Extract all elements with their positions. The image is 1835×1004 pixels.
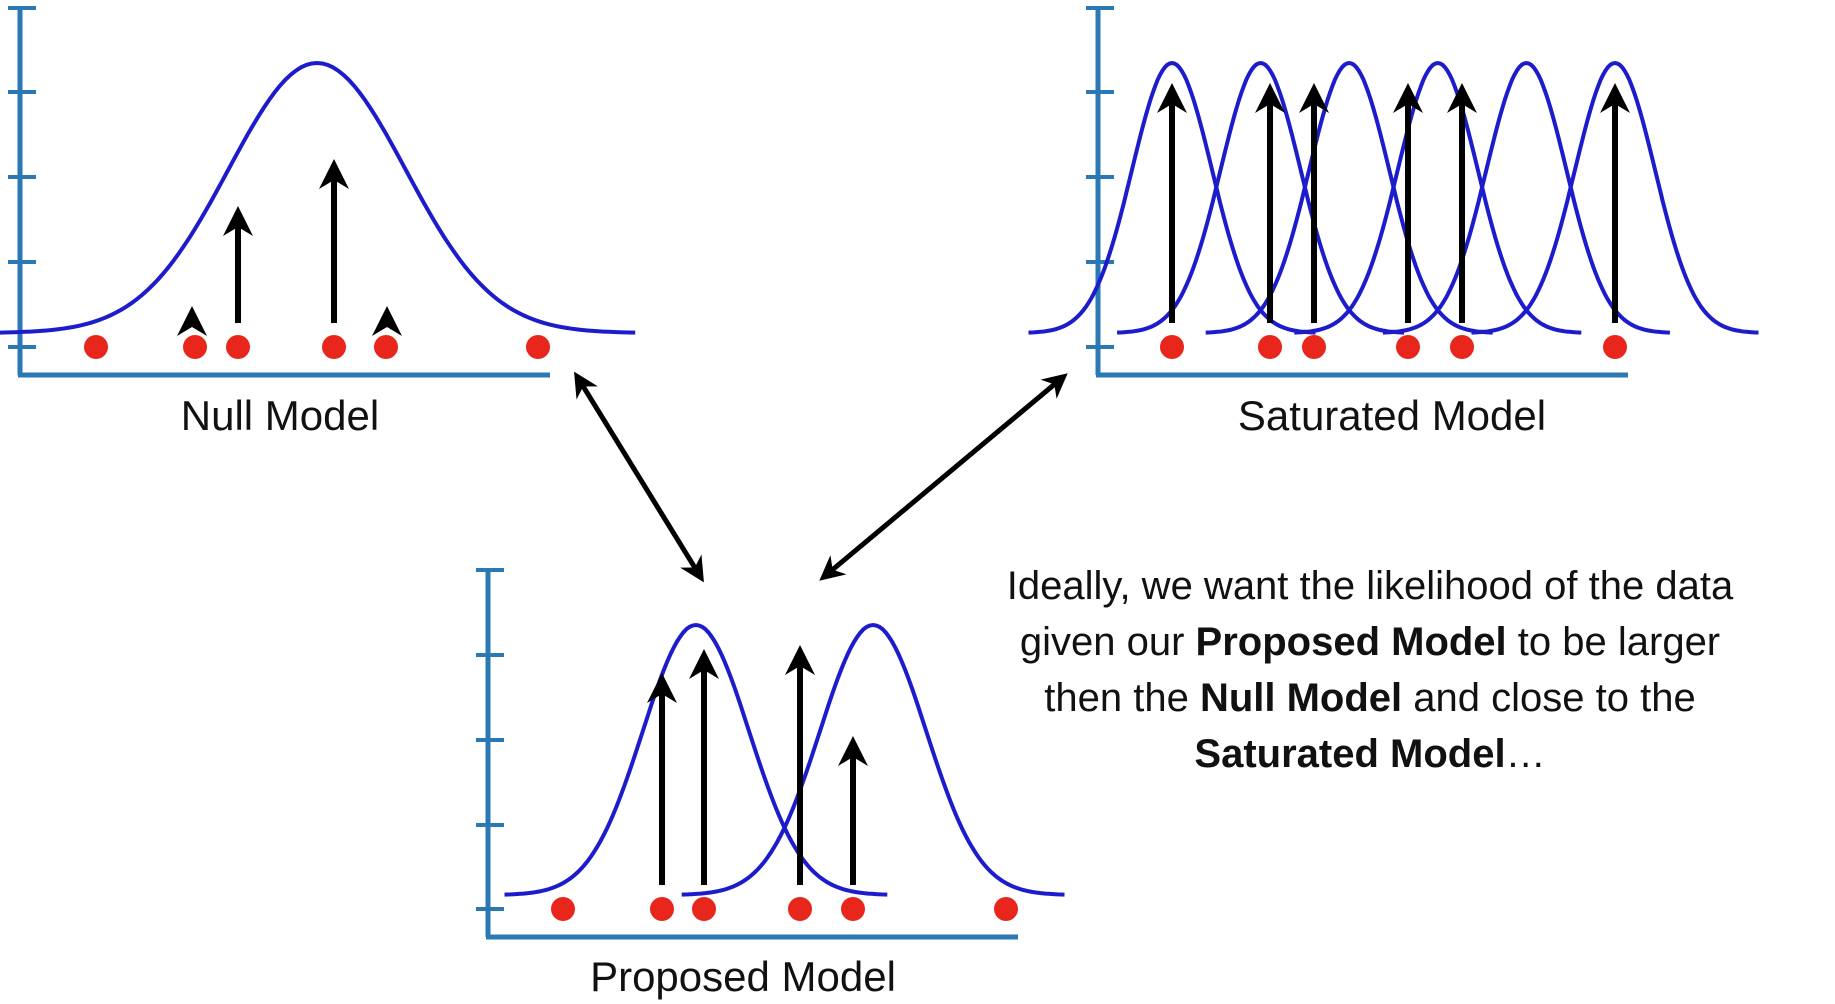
saturated-proposed-arrow (819, 373, 1068, 581)
sat-likelihood-curve (1382, 60, 1670, 335)
note-line-3: then the Null Model and close to the (1044, 676, 1696, 720)
prop-likelihood-arrows (647, 645, 868, 885)
saturated-model-emphasis: Saturated Model (1194, 732, 1506, 776)
prop-data-points (551, 897, 1018, 921)
note-line-1: Ideally, we want the likelihood of the d… (1006, 564, 1734, 608)
sat-likelihood-curve (1117, 60, 1405, 335)
sat-likelihood-arrows (1157, 83, 1630, 323)
sat-likelihood-curve (1205, 60, 1493, 335)
sat-likelihood-curve (1294, 60, 1582, 335)
proposed-model-panel (476, 568, 1065, 940)
null-data-points (84, 335, 550, 359)
null-proposed-arrow (574, 371, 704, 583)
note-line-2: given our Proposed Model to be larger (1019, 620, 1721, 664)
prop-likelihood-curve (681, 622, 1065, 897)
sat-y-ticks (1086, 6, 1114, 349)
saturated-model-label: Saturated Model (1237, 392, 1547, 439)
proposed-model-emphasis: Proposed Model (1195, 620, 1507, 664)
null-model-label: Null Model (180, 392, 380, 439)
proposed-model-label: Proposed Model (590, 953, 896, 1000)
explanation-text: Ideally, we want the likelihood of the d… (930, 558, 1810, 782)
saturated-model-panel (1028, 6, 1759, 378)
null-y-ticks (8, 6, 36, 349)
prop-likelihood-curve (504, 622, 888, 897)
comparison-arrows (574, 371, 1068, 583)
null-likelihood-curve (0, 60, 636, 335)
null-model-panel (0, 6, 636, 378)
null-model-emphasis: Null Model (1199, 676, 1403, 720)
note-line-4: Saturated Model… (1194, 732, 1546, 776)
sat-data-points (1160, 335, 1627, 359)
sat-likelihood-curve (1471, 60, 1759, 335)
prop-y-ticks (476, 568, 504, 911)
null-likelihood-arrows (177, 159, 402, 336)
